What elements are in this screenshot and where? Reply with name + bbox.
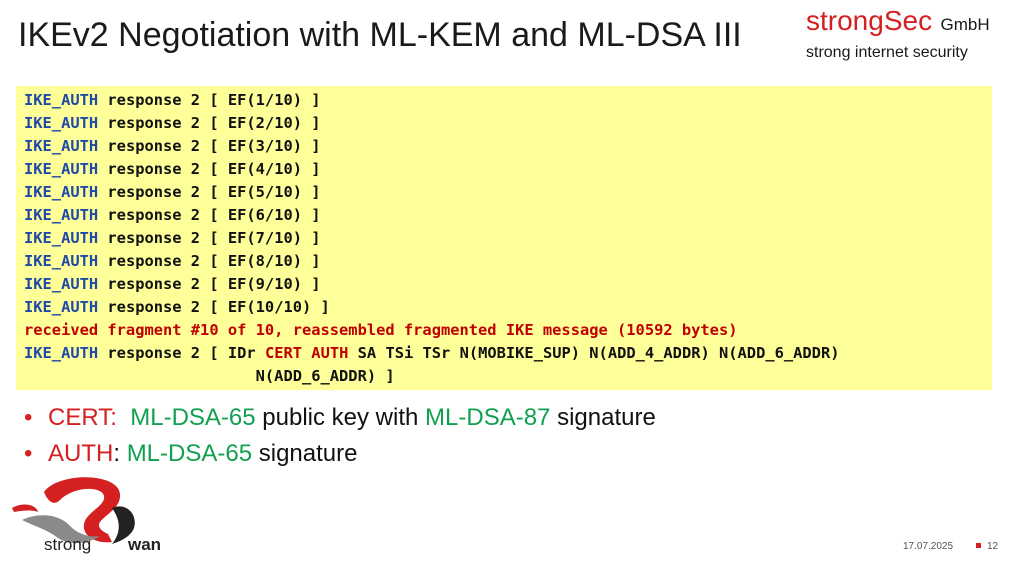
brand-header: strongSec GmbH strong internet security — [806, 4, 1016, 63]
auth-payload: AUTH — [311, 344, 349, 362]
log-text: response 2 [ EF(5/10) ] — [98, 183, 321, 201]
log-text: response 2 [ EF(2/10) ] — [98, 114, 321, 132]
log-line: IKE_AUTH response 2 [ EF(5/10) ] — [24, 181, 992, 204]
bullet-cert: • CERT: ML-DSA-65 public key with ML-DSA-… — [24, 400, 656, 436]
brand-tagline: strong internet security — [806, 44, 968, 61]
bullet-auth: • AUTH: ML-DSA-65 signature — [24, 436, 656, 472]
log-keyword: IKE_AUTH — [24, 298, 99, 316]
swan-neck-shape — [44, 477, 121, 543]
page-number: 12 — [987, 541, 999, 552]
log-line: IKE_AUTH response 2 [ EF(10/10) ] — [24, 296, 992, 319]
log-text: response 2 [ IDr — [98, 344, 265, 362]
log-keyword: IKE_AUTH — [24, 91, 99, 109]
log-keyword: IKE_AUTH — [24, 114, 99, 132]
slide-title: IKEv2 Negotiation with ML-KEM and ML-DSA… — [18, 16, 742, 54]
logo-text-right: wan — [127, 535, 161, 554]
log-text: response 2 [ EF(1/10) ] — [98, 91, 321, 109]
log-text: response 2 [ EF(4/10) ] — [98, 160, 321, 178]
log-line: IKE_AUTH response 2 [ EF(6/10) ] — [24, 204, 992, 227]
strongswan-logo: strong wan — [12, 477, 161, 554]
log-text: response 2 [ EF(7/10) ] — [98, 229, 321, 247]
brand-name: strongSec — [806, 5, 933, 36]
log-space — [302, 344, 311, 362]
footer-date: 17.07.2025 — [903, 541, 954, 552]
auth-colon: : — [113, 440, 121, 467]
cert-algo-key: ML-DSA-65 — [130, 404, 256, 431]
log-keyword: IKE_AUTH — [24, 160, 99, 178]
log-line: IKE_AUTH response 2 [ EF(1/10) ] — [24, 89, 992, 112]
bullet-dot-icon: • — [24, 440, 33, 467]
swan-wing-shape — [22, 515, 100, 544]
log-keyword: IKE_AUTH — [24, 275, 99, 293]
console-log: IKE_AUTH response 2 [ EF(1/10) ] IKE_AUT… — [16, 86, 992, 390]
cert-payload: CERT — [264, 344, 303, 362]
log-text: response 2 [ EF(3/10) ] — [98, 137, 321, 155]
log-keyword: IKE_AUTH — [24, 137, 99, 155]
auth-label: AUTH — [48, 440, 114, 467]
logo-text-left: strong — [44, 535, 91, 554]
brand-line: strongSec GmbH — [806, 4, 1016, 43]
log-line: IKE_AUTH response 2 [ EF(7/10) ] — [24, 227, 992, 250]
log-keyword: IKE_AUTH — [24, 206, 99, 224]
cert-text-end: signature — [550, 404, 656, 431]
log-text: response 2 [ EF(8/10) ] — [98, 252, 321, 270]
log-text: SA TSi TSr N(MOBIKE_SUP) N(ADD_4_ADDR) N… — [348, 344, 840, 362]
auth-text: signature — [252, 440, 358, 467]
log-keyword: IKE_AUTH — [24, 252, 99, 270]
brand-suffix: GmbH — [940, 15, 990, 34]
page-marker-icon — [976, 543, 981, 548]
reassembled-log-line: received fragment #10 of 10, reassembled… — [24, 321, 738, 339]
bullet-dot-icon: • — [24, 404, 33, 431]
cert-text: public key with — [255, 404, 426, 431]
final-log-line: IKE_AUTH response 2 [ IDr CERT AUTH SA T… — [24, 342, 992, 365]
log-text: response 2 [ EF(10/10) ] — [98, 298, 330, 316]
log-line: IKE_AUTH response 2 [ EF(9/10) ] — [24, 273, 992, 296]
log-keyword: IKE_AUTH — [24, 183, 99, 201]
log-keyword: IKE_AUTH — [24, 344, 99, 362]
auth-algo: ML-DSA-65 — [126, 440, 253, 467]
cert-label: CERT: — [48, 404, 117, 431]
cert-algo-signature: ML-DSA-87 — [425, 404, 551, 431]
log-text: response 2 [ EF(6/10) ] — [98, 206, 321, 224]
swan-body-shape — [112, 506, 135, 544]
log-line: IKE_AUTH response 2 [ EF(4/10) ] — [24, 158, 992, 181]
log-text: response 2 [ EF(9/10) ] — [98, 275, 321, 293]
log-line: IKE_AUTH response 2 [ EF(2/10) ] — [24, 112, 992, 135]
swan-beak-shape — [12, 504, 38, 512]
log-line: IKE_AUTH response 2 [ EF(8/10) ] — [24, 250, 992, 273]
log-keyword: IKE_AUTH — [24, 229, 99, 247]
log-line: IKE_AUTH response 2 [ EF(3/10) ] — [24, 135, 992, 158]
bullet-list: • CERT: ML-DSA-65 public key with ML-DSA-… — [24, 400, 656, 472]
final-log-continuation: N(ADD_6_ADDR) ] — [24, 367, 395, 385]
